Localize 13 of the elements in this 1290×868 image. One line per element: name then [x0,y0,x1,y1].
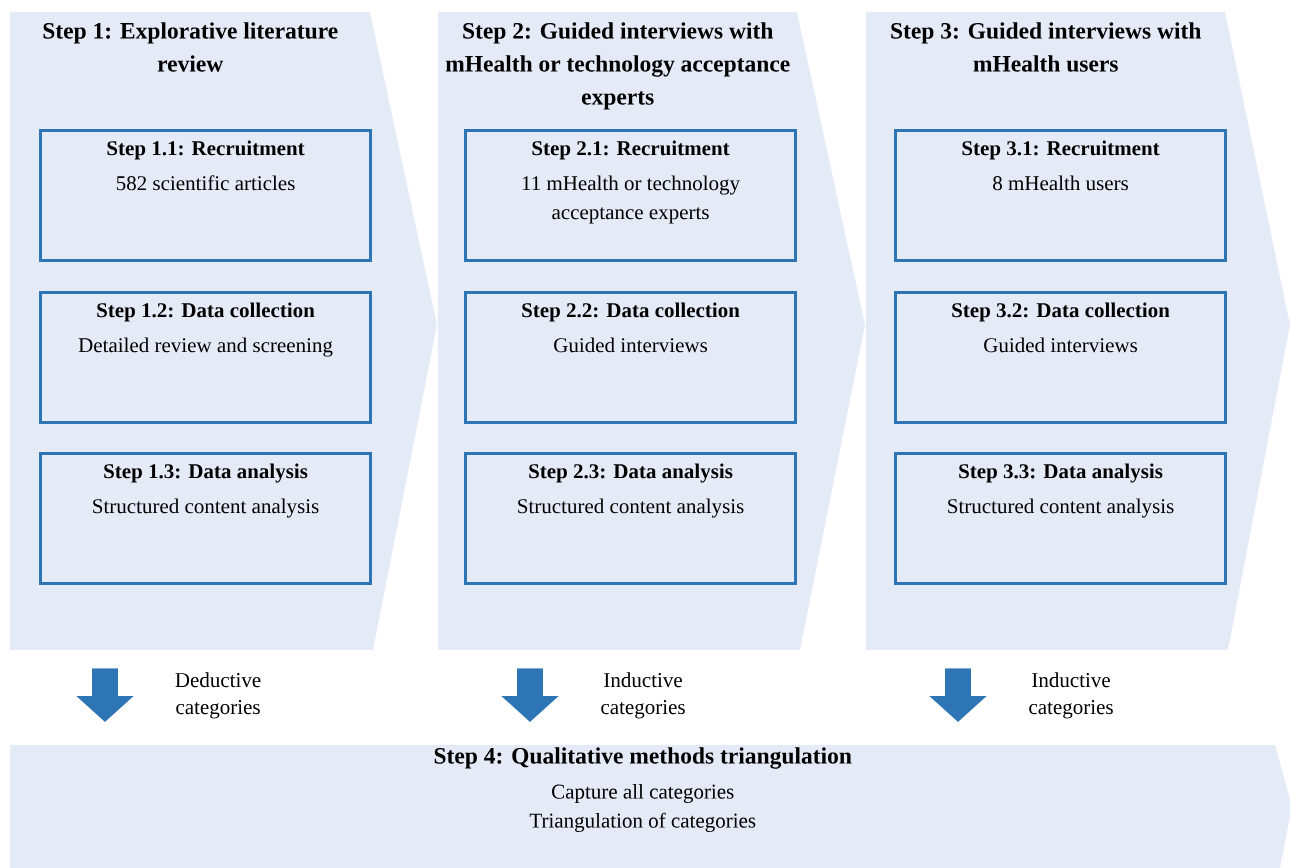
step-box: Step 2.3: Data analysis Structured content analysis [464,452,797,585]
edge-label: Deductive categories [175,672,261,719]
summary-band: Step 4: Qualitative methods triangulation Capture all categories Triangulation of categories [10,745,1290,868]
edge-label: Inductive categories [1029,672,1113,719]
step-box: Step 3.2: Data collection Guided interviews [894,291,1227,424]
edge-label: Inductive categories [601,672,685,719]
step-box: Step 1.2: Data collection Detailed review and screening [39,291,372,424]
step-box: Step 1.3: Data analysis Structured content analysis [39,452,372,585]
step-box: Step 1.1: Recruitment 582 scientific articles [39,129,372,262]
step-box: Step 3.3: Data analysis Structured content analysis [894,452,1227,585]
step-box: Step 3.1: Recruitment 8 mHealth users [894,129,1227,262]
step-box: Step 2.1: Recruitment 11 mHealth or technology acceptance experts [464,129,797,262]
step-box: Step 2.2: Data collection Guided interviews [464,291,797,424]
